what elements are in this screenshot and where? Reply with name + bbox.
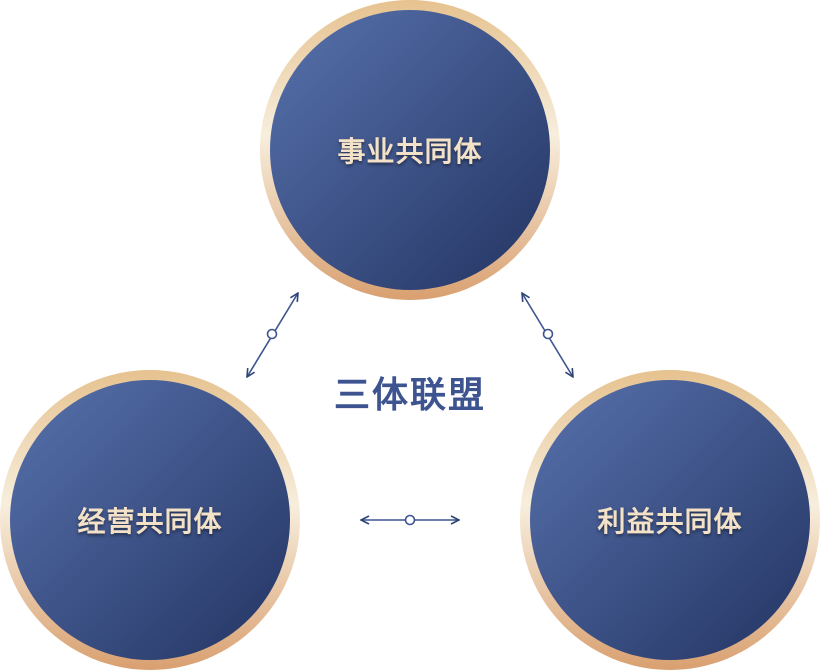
arrow-right-top [522, 293, 573, 377]
node-right-label: 利益共同体 [597, 505, 743, 538]
arrow-left-top [247, 293, 298, 377]
arrow-left-right [361, 514, 459, 526]
node-left-label: 经营共同体 [77, 505, 223, 538]
node-top-label: 事业共同体 [337, 135, 483, 168]
node-right-circle [520, 370, 820, 670]
diagram-title: 三体联盟 [333, 375, 487, 416]
node-left-circle [0, 370, 300, 670]
node-top-circle [260, 0, 560, 300]
